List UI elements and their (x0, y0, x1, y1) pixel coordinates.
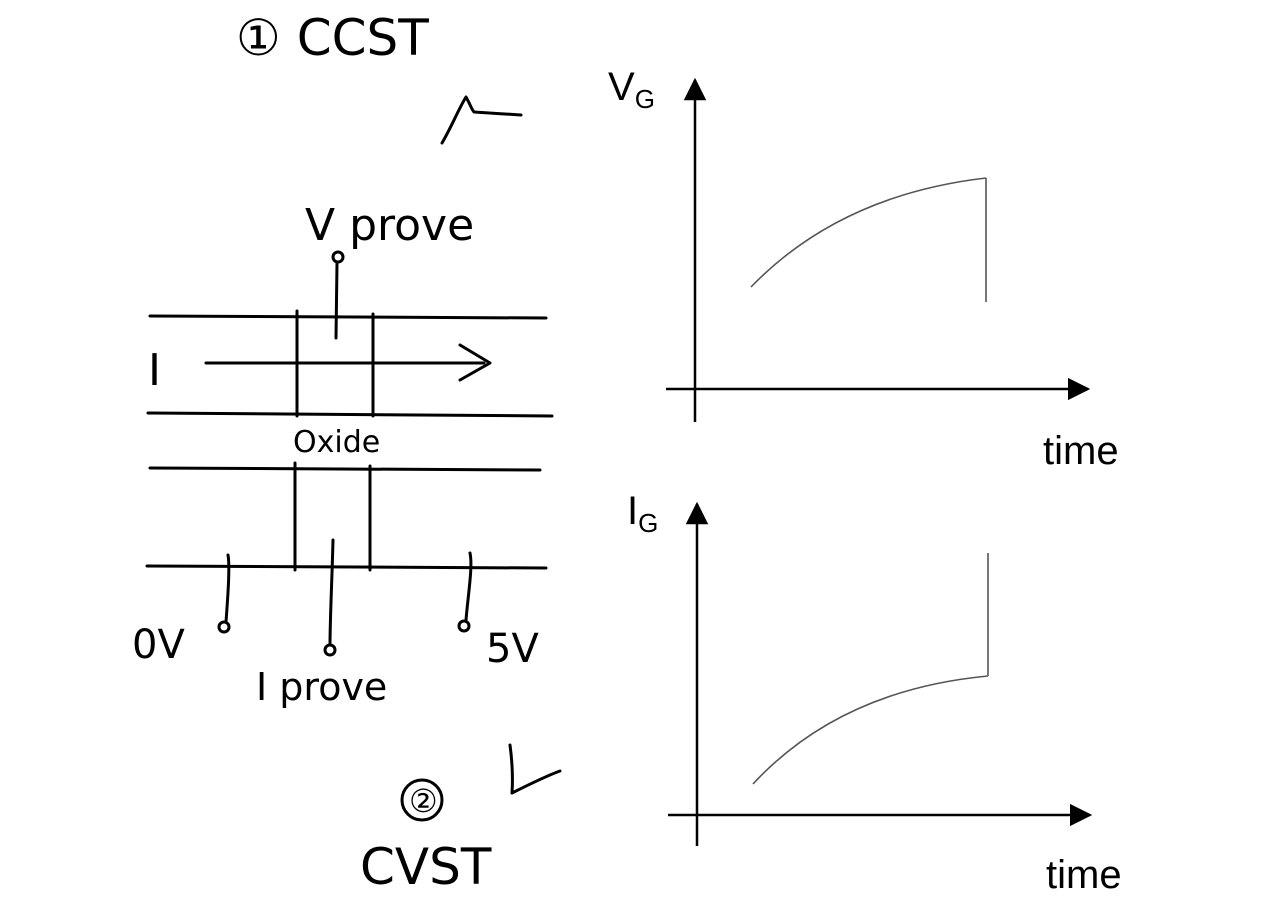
v-prove-label: V prove (305, 200, 474, 251)
zero-volt-terminal (217, 620, 231, 634)
lower-top-line (148, 466, 542, 472)
ig-time-plot: IG time (627, 489, 1122, 897)
cvst-number-circle (400, 778, 444, 822)
ccst-title: ① CCST (236, 9, 429, 67)
ig-y-label-sub: G (638, 508, 658, 538)
current-label: I (148, 345, 161, 396)
current-arrowhead-icon (458, 343, 492, 382)
vg-rising-curve (750, 177, 987, 288)
ig-y-label-main: I (627, 489, 638, 533)
i-prove-label: I prove (256, 665, 387, 709)
lower-bottom-line (145, 564, 548, 570)
i-probe-terminal (323, 643, 337, 657)
five-volt-label: 5V (486, 626, 539, 672)
i-probe-wire (328, 538, 335, 647)
vg-y-label-sub: G (635, 84, 655, 114)
upper-bottom-line (146, 411, 554, 418)
vg-y-label-main: V (608, 65, 635, 109)
ig-rising-curve (752, 675, 989, 785)
cvst-title: CVST (360, 838, 492, 896)
v-probe-wire (334, 261, 339, 340)
vg-x-label: time (1043, 429, 1119, 473)
v-probe-terminal (331, 250, 345, 264)
vg-time-plot: VG time (608, 65, 1119, 473)
ig-y-label: IG (627, 489, 658, 538)
vg-y-label: VG (608, 65, 655, 114)
five-volt-wire (464, 551, 473, 622)
five-volt-terminal (457, 619, 471, 633)
constant-voltage-sketch-mark (508, 743, 562, 795)
upper-top-line (148, 314, 548, 320)
zero-volt-wire (224, 553, 231, 624)
constant-current-sketch-mark (440, 95, 523, 145)
zero-volt-label: 0V (132, 622, 185, 668)
oxide-label: Oxide (293, 425, 380, 460)
cvst-number: ② (409, 782, 438, 820)
ig-x-label: time (1046, 853, 1122, 897)
